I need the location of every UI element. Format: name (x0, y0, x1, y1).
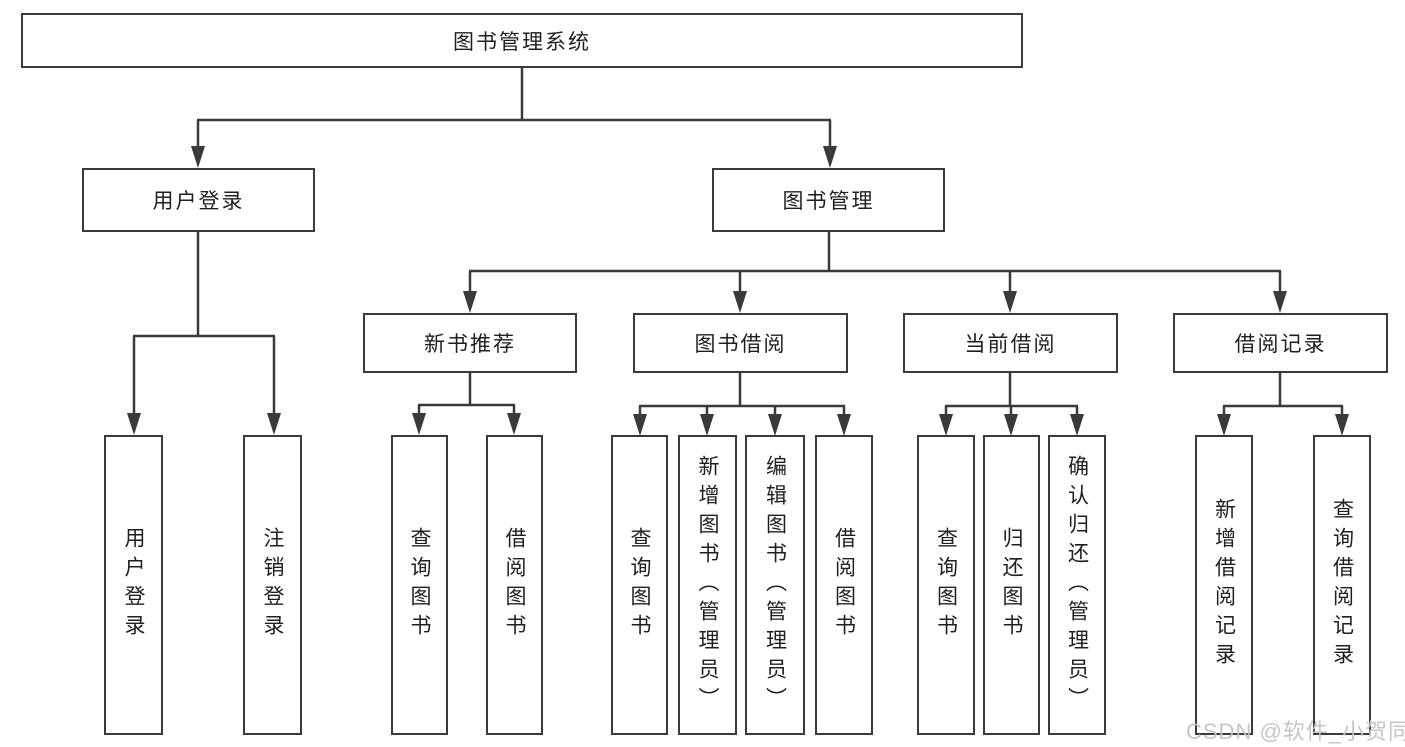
leaf-borrow-books-2: 借阅图书 (815, 435, 873, 735)
leaf-borrow-books-1: 借阅图书 (486, 435, 543, 735)
node-new-book-recommend: 新书推荐 (363, 313, 577, 373)
node-book-borrowing: 图书借阅 (633, 313, 848, 373)
connector-mgmt-to-sections (468, 232, 1282, 292)
connector-borrow-to-leaves (638, 373, 846, 416)
leaf-query-books-3: 查询图书 (917, 435, 975, 735)
leaf-return-books: 归还图书 (983, 435, 1040, 735)
leaf-add-books-admin: 新增图书（管理员） (678, 435, 737, 735)
leaf-query-books-2: 查询图书 (611, 435, 668, 735)
leaf-edit-books-admin: 编辑图书（管理员） (745, 435, 805, 735)
node-book-management-branch: 图书管理 (712, 168, 945, 232)
connector-records-to-leaves (1222, 373, 1344, 416)
node-library-system-root: 图书管理系统 (21, 13, 1023, 68)
node-borrow-records: 借阅记录 (1173, 313, 1388, 373)
leaf-add-borrow-record: 新增借阅记录 (1195, 435, 1253, 735)
connector-root-to-level2 (196, 68, 832, 146)
leaf-user-login: 用户登录 (104, 435, 163, 735)
connector-login-to-leaves (132, 232, 276, 414)
node-user-login-branch: 用户登录 (82, 168, 315, 232)
leaf-query-books-1: 查询图书 (391, 435, 448, 735)
node-current-borrowing: 当前借阅 (903, 313, 1118, 373)
csdn-watermark: CSDN @软件_小贺同学 (1186, 719, 1405, 744)
connector-newbook-to-leaves (417, 373, 516, 415)
arrowhead-icons (127, 146, 1349, 436)
leaf-logout: 注销登录 (243, 435, 302, 735)
connector-current-to-leaves (944, 373, 1079, 416)
connector-lines (132, 68, 1344, 416)
leaf-query-borrow-record: 查询借阅记录 (1313, 435, 1371, 735)
leaf-confirm-return-admin: 确认归还（管理员） (1048, 435, 1106, 735)
